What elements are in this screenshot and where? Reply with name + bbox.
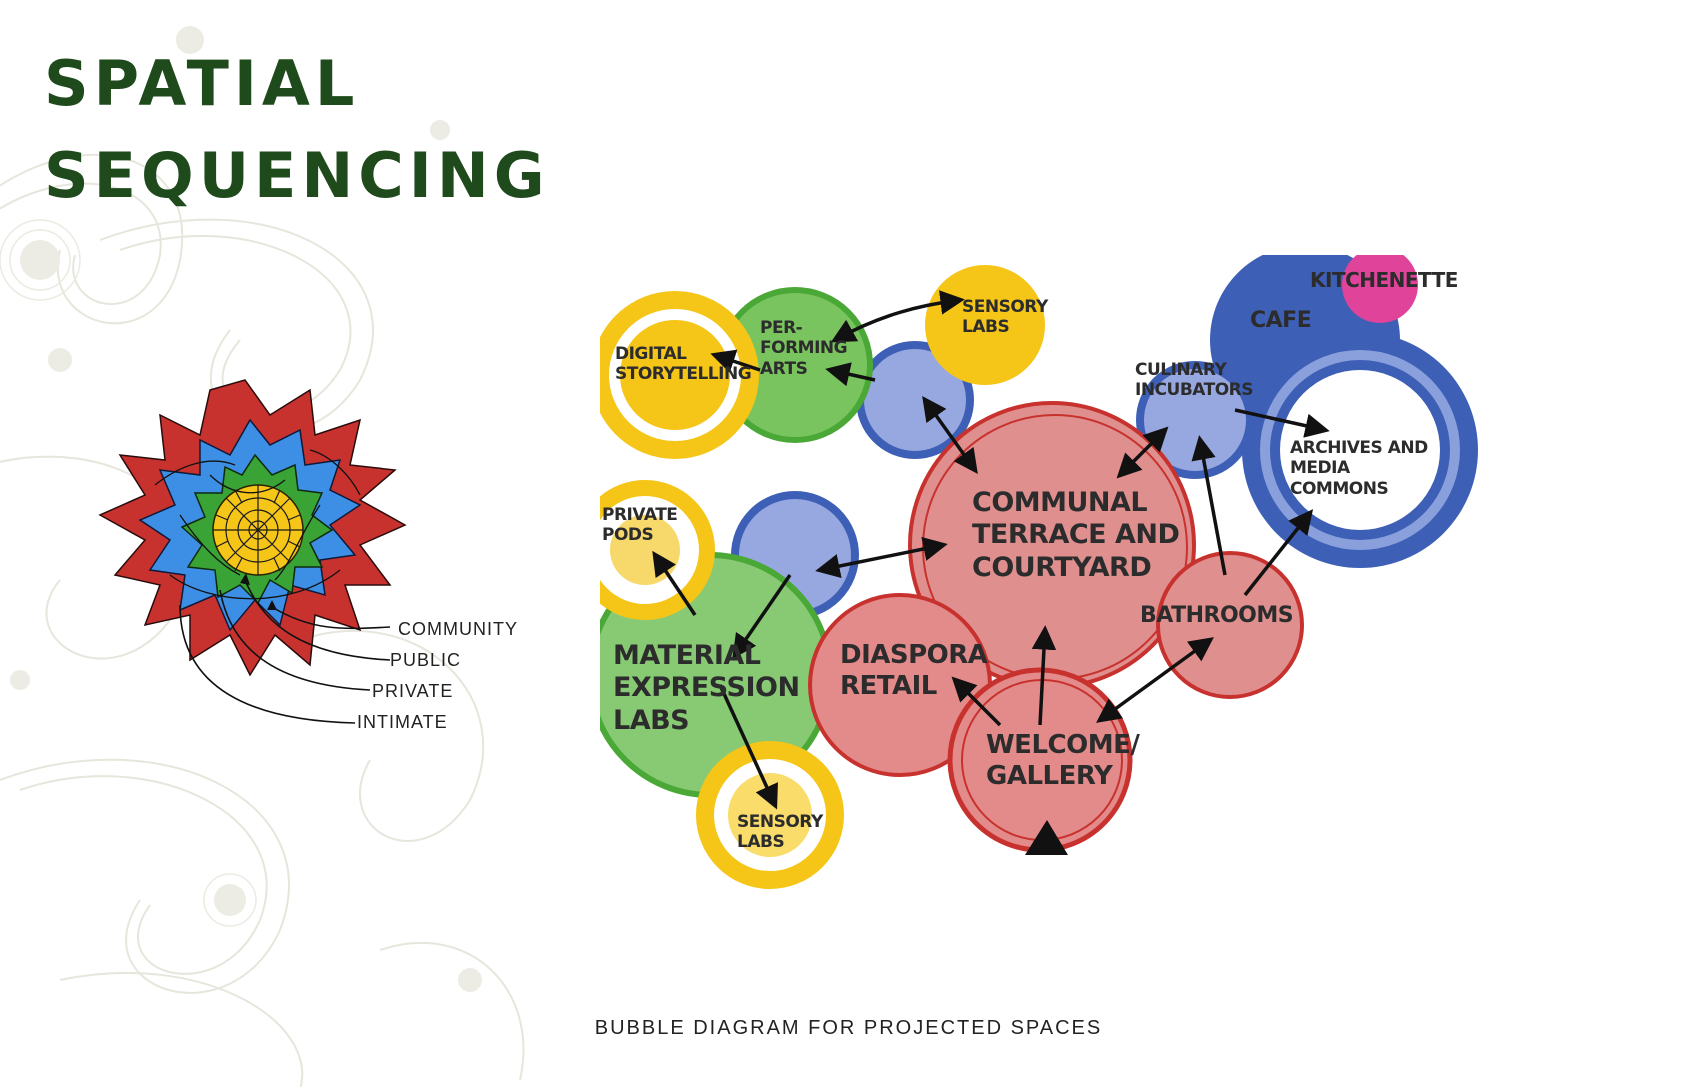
- arrow-performing-to-storytelling: [710, 349, 761, 373]
- arrow-welcome-bathrooms: [1096, 637, 1214, 723]
- label-welcome-gallery: WELCOME/ GALLERY: [986, 730, 1140, 792]
- arrow-terrace-blue-mid: [815, 536, 948, 579]
- arrow-performing-sensory: [830, 290, 965, 343]
- page-title: SPATIAL SEQUENCING: [44, 38, 550, 222]
- legend-intimate: INTIMATE: [357, 712, 448, 732]
- arrow-terrace-blue-top: [922, 396, 978, 474]
- title-line-1: SPATIAL: [44, 47, 360, 120]
- arrow-bathrooms-to-archives: [1243, 509, 1314, 597]
- arrow-terrace-culinary: [1116, 426, 1169, 479]
- legend-public: PUBLIC: [390, 650, 462, 670]
- label-sensory-labs-top: SENSORY LABS: [962, 297, 1048, 338]
- label-cafe: CAFE: [1250, 308, 1312, 333]
- arrow-welcome-to-terrace: [1031, 625, 1057, 726]
- label-diaspora-retail: DIASPORA RETAIL: [840, 640, 988, 702]
- label-communal-terrace: COMMUNAL TERRACE AND COURTYARD: [972, 487, 1180, 583]
- bubble-diagram: [600, 255, 1478, 889]
- arrow-material-to-sensory: [718, 684, 778, 810]
- arrow-material-to-pods: [652, 550, 697, 616]
- arrow-blue-to-performing: [825, 362, 876, 387]
- diagram-caption: BUBBLE DIAGRAM FOR PROJECTED SPACES: [594, 1017, 1103, 1039]
- intimate-layer: [212, 484, 304, 576]
- paisley-background: [0, 26, 525, 1087]
- label-archives-media: ARCHIVES AND MEDIA COMMONS: [1290, 438, 1428, 499]
- label-digital-storytelling: DIGITAL STORYTELLING: [615, 344, 752, 385]
- sensory-labs-bottom-bubble: [696, 741, 844, 889]
- digital-storytelling-bubble: [600, 291, 759, 459]
- legend-private: PRIVATE: [372, 681, 454, 701]
- label-bathrooms: BATHROOMS: [1140, 603, 1294, 628]
- title-line-2: SEQUENCING: [44, 139, 550, 212]
- archives-bubble: [1242, 332, 1478, 568]
- label-sensory-labs-bottom: SENSORY LABS: [737, 812, 823, 853]
- label-culinary-incubators: CULINARY INCUBATORS: [1135, 360, 1254, 401]
- arrow-welcome-to-retail: [951, 676, 1002, 727]
- entrance-triangle: [1025, 820, 1068, 855]
- label-kitchenette: KITCHENETTE: [1310, 268, 1458, 292]
- arrow-culinary-to-archives: [1234, 408, 1330, 438]
- layered-flower-diagram: [98, 379, 407, 724]
- arrow-blue-to-material: [732, 574, 792, 660]
- arrow-bathrooms-to-culinary: [1191, 435, 1227, 576]
- label-performing-arts: PER- FORMING ARTS: [760, 318, 848, 379]
- label-private-pods: PRIVATE PODS: [602, 505, 678, 546]
- legend-community: COMMUNITY: [398, 619, 518, 639]
- kitchenette-bubble: [1342, 255, 1418, 323]
- label-material-labs: MATERIAL EXPRESSION LABS: [613, 640, 800, 736]
